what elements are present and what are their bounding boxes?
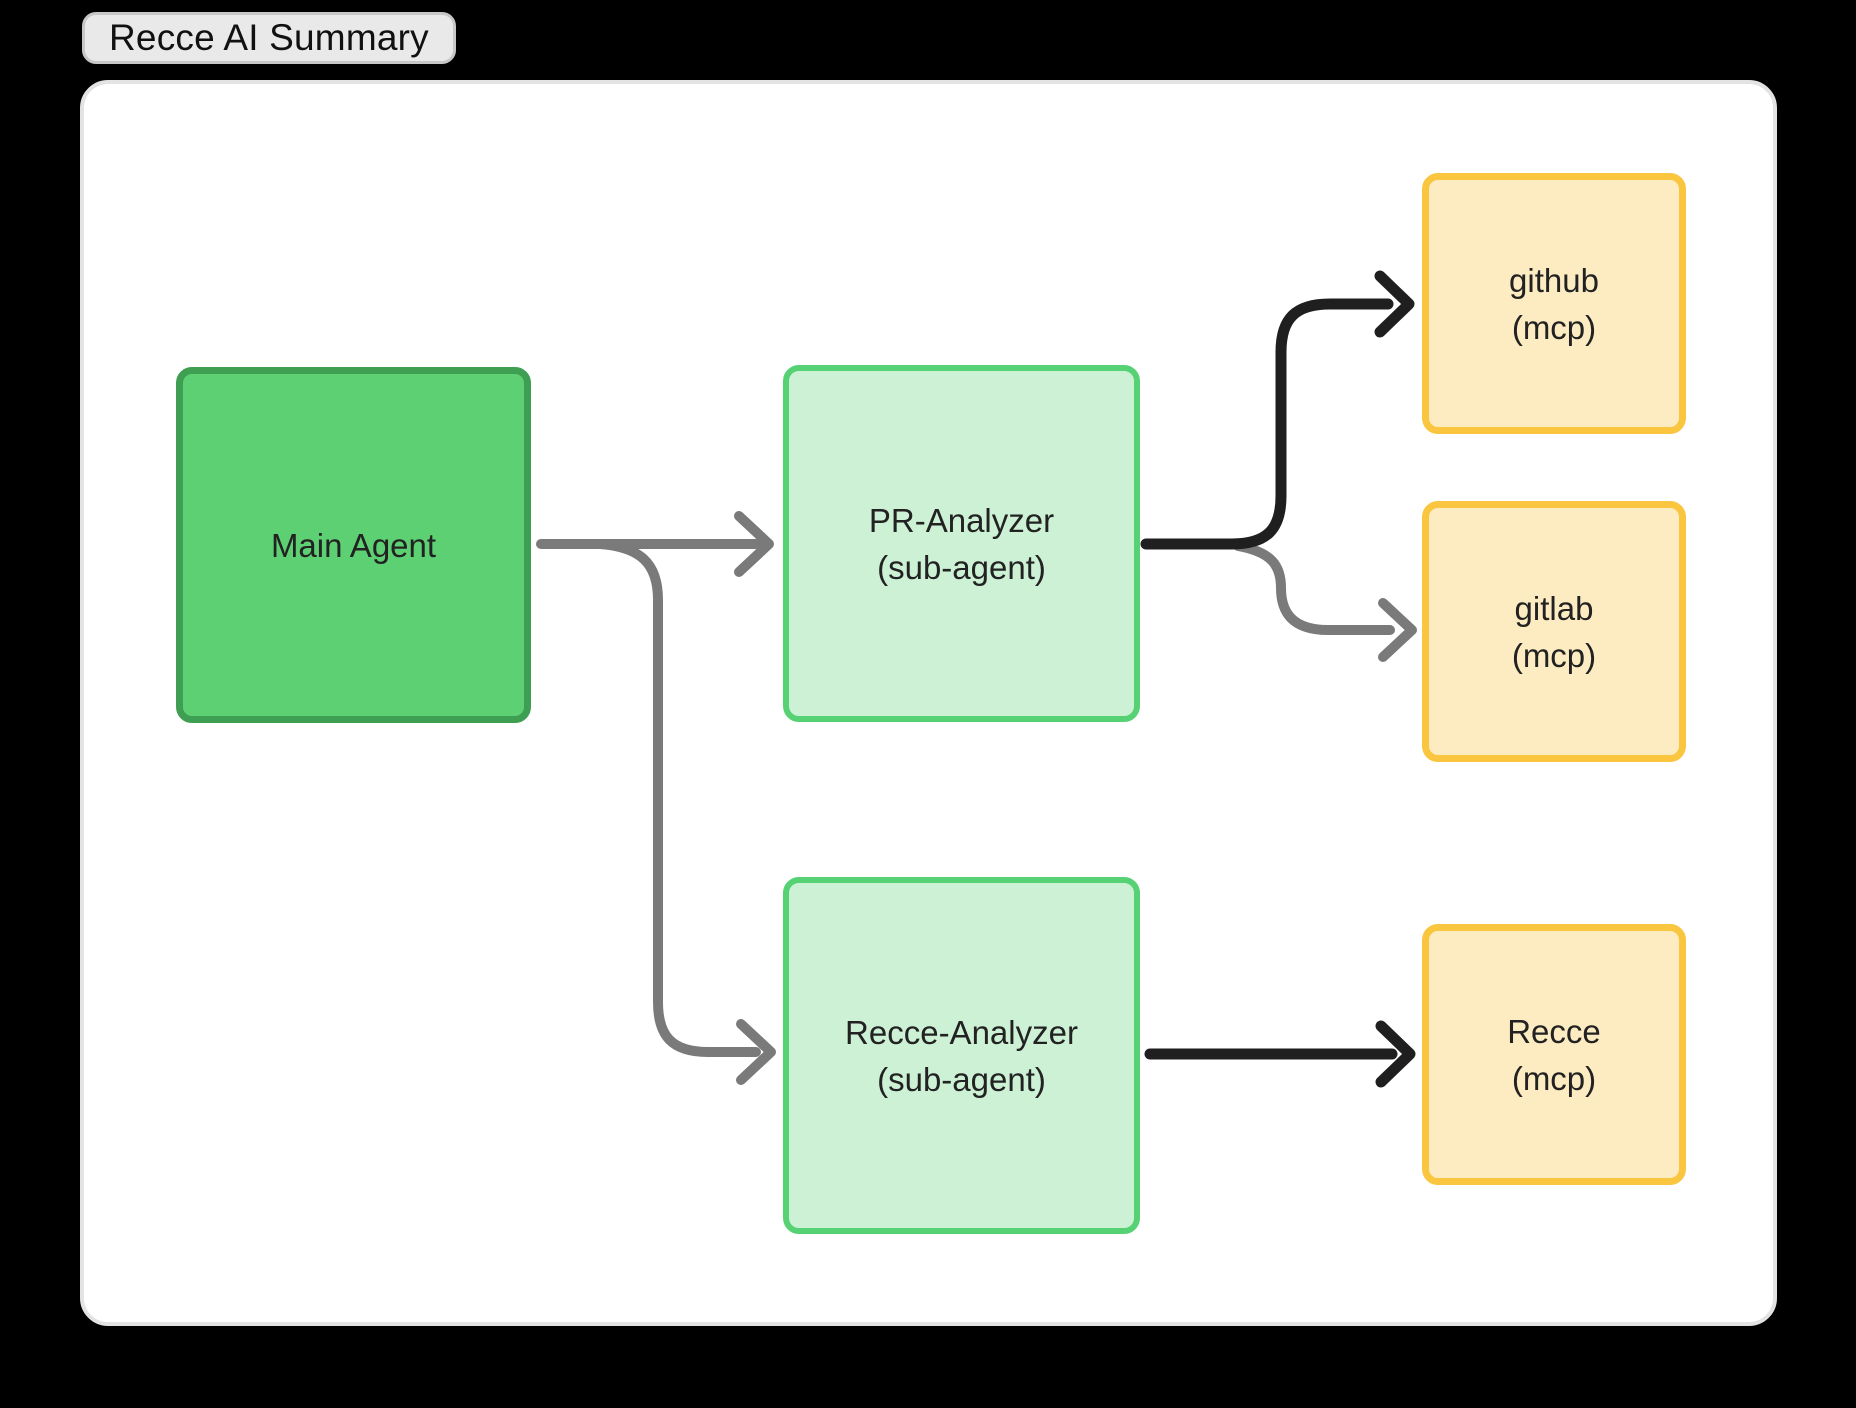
node-github-label-line2: (mcp) <box>1511 308 1597 346</box>
node-recce-analyzer-label-line2: (sub-agent) <box>877 1060 1046 1098</box>
node-recce-analyzer-label-line1: Recce-Analyzer <box>845 1013 1078 1051</box>
node-gitlab-mcp: gitlab (mcp) <box>1422 501 1686 762</box>
node-recce-label-line2: (mcp) <box>1511 1059 1597 1097</box>
node-github-mcp: github (mcp) <box>1422 173 1686 434</box>
node-main-agent-label: Main Agent <box>270 526 437 564</box>
node-recce-analyzer: Recce-Analyzer (sub-agent) <box>783 877 1140 1234</box>
node-pr-analyzer-label-line2: (sub-agent) <box>877 548 1046 586</box>
diagram-title: Recce AI Summary <box>109 17 429 58</box>
node-gitlab-label-line1: gitlab <box>1514 589 1594 627</box>
node-gitlab-label-line2: (mcp) <box>1511 636 1597 674</box>
node-recce-label-line1: Recce <box>1507 1012 1601 1050</box>
node-pr-analyzer-label-line1: PR-Analyzer <box>868 501 1055 539</box>
diagram-title-pill: Recce AI Summary <box>82 12 456 64</box>
node-main-agent: Main Agent <box>176 367 531 723</box>
node-pr-analyzer: PR-Analyzer (sub-agent) <box>783 365 1140 722</box>
node-github-label-line1: github <box>1509 261 1599 299</box>
node-recce-mcp: Recce (mcp) <box>1422 924 1686 1185</box>
